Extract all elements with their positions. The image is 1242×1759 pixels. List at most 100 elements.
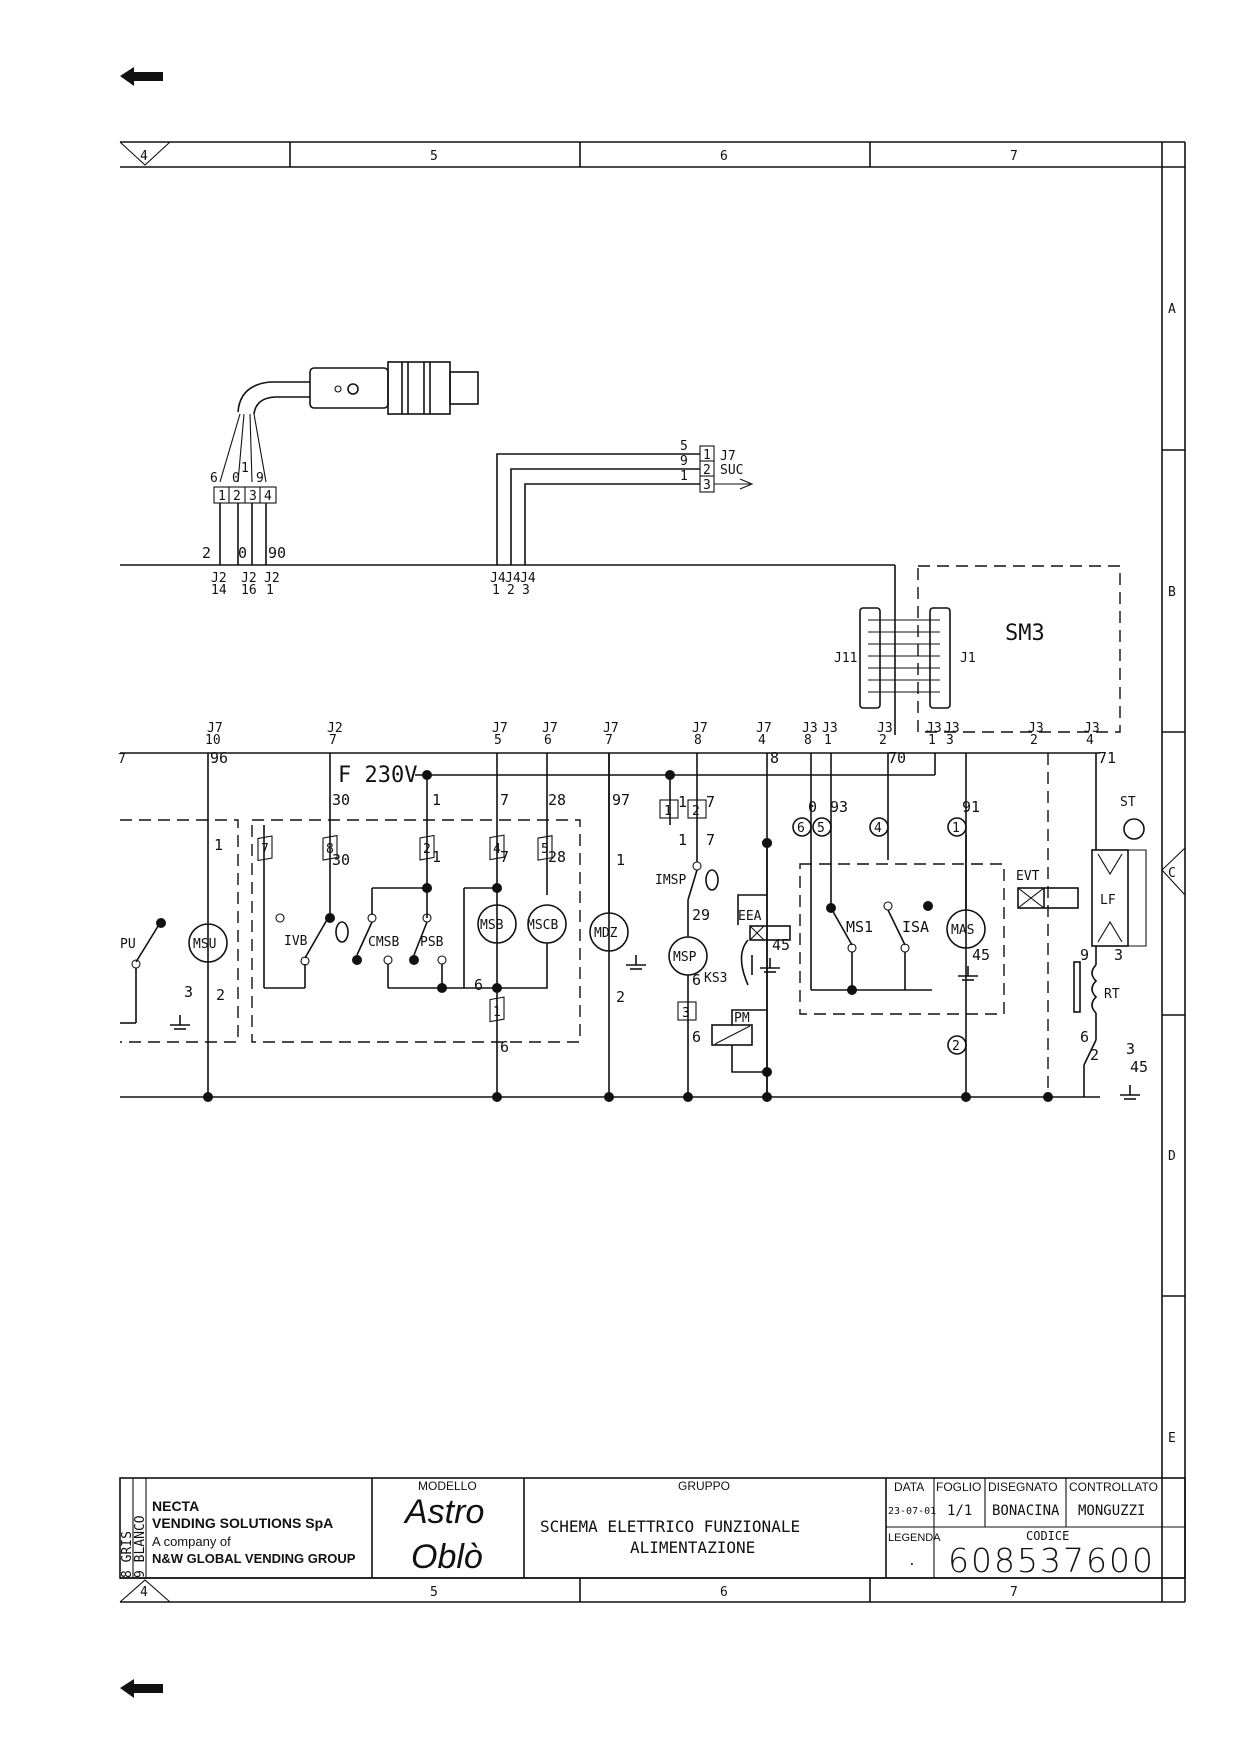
connector-pin: 1 xyxy=(492,583,500,598)
group-title-line2: ALIMENTAZIONE xyxy=(630,1538,755,1557)
component-label: ST xyxy=(1120,795,1136,810)
mas-motor: MAS xyxy=(946,835,986,949)
connector-ref: J3 xyxy=(877,721,893,736)
wire-number: 97 xyxy=(612,791,630,809)
wire-number: 6 xyxy=(474,976,483,994)
terminal-mark: 3 xyxy=(682,1006,690,1021)
connector-ref: J7 xyxy=(692,721,708,736)
connector-pin: 14 xyxy=(211,583,227,598)
column-label: 6 xyxy=(720,1585,728,1600)
wire-number: 28 xyxy=(548,791,566,809)
component-label: MS1 xyxy=(846,918,873,936)
wire-number: 9 xyxy=(1080,946,1089,964)
wire-number: 96 xyxy=(210,749,228,767)
sheet-value: 1/1 xyxy=(947,1503,972,1519)
dashed-groups xyxy=(120,753,1049,1097)
connector-label: J1 xyxy=(960,651,976,666)
title-block: 8 GRIS 9 BLANCO NECTA VENDING SOLUTIONS … xyxy=(119,1477,1186,1580)
code-label: CODICE xyxy=(1026,1529,1069,1543)
connector-ref: J4 xyxy=(520,571,536,586)
pu-switch: PU xyxy=(120,918,166,1024)
msp-motor: MSP xyxy=(668,936,708,1097)
wire-number: 8 xyxy=(770,749,779,767)
group-title-line1: SCHEMA ELETTRICO FUNZIONALE xyxy=(540,1517,800,1536)
wire-number: 1 xyxy=(678,793,687,811)
connector-pin: 1 xyxy=(266,583,274,598)
component-label: MDZ xyxy=(594,926,618,941)
connector-pin: 6 xyxy=(544,733,552,748)
back-arrow-icon[interactable] xyxy=(120,1679,163,1698)
connector-ref: J4 xyxy=(505,571,521,586)
connector-pin: 2 xyxy=(507,583,515,598)
ms1-isa-switches: MS1 ISA xyxy=(810,825,933,995)
lf-lamp-st-starter: LF ST RT xyxy=(1073,795,1147,1097)
wire-number: 2 xyxy=(1090,1046,1099,1064)
terminal-mark: 1 xyxy=(493,1005,501,1020)
row-label: B xyxy=(1168,585,1176,600)
component-label: MSU xyxy=(193,937,216,952)
terminal-pin: 1 xyxy=(218,489,226,504)
back-arrow-icon[interactable] xyxy=(120,67,163,86)
terminal-mark: 4 xyxy=(493,842,501,857)
drawing-code: 608537600 xyxy=(948,1541,1155,1580)
wire-numbers: 7 96 30 1 7 28 97 8 70 71 0 93 91 30 1 7… xyxy=(118,749,1148,1076)
wire-number: 71 xyxy=(1098,749,1116,767)
terminal-mark: 5 xyxy=(541,842,549,857)
component-label: LF xyxy=(1100,893,1116,908)
terminal-pin: 2 xyxy=(703,463,711,478)
component-label: EVT xyxy=(1016,869,1040,884)
wire-number: 45 xyxy=(772,936,790,954)
wire-number: 6 xyxy=(692,1028,701,1046)
wire-number: 2 xyxy=(216,986,225,1004)
wire-number: 30 xyxy=(332,791,350,809)
wire-number: 6 xyxy=(500,1038,509,1056)
wire-number: 6 xyxy=(692,971,701,989)
component-label: KS3 xyxy=(704,971,727,986)
connector-ref: J2 xyxy=(211,571,227,586)
wire-number: 0 xyxy=(238,544,247,562)
wire-number: 9 xyxy=(680,454,688,469)
ks3-pm-relay: KS3 PM xyxy=(704,939,767,1073)
connector-ref: J3 xyxy=(822,721,838,736)
msb-motor: MSB xyxy=(464,883,517,993)
wire-number: 7 xyxy=(706,793,715,811)
model-name-line1: Astro xyxy=(403,1493,484,1531)
mscb-motor: MSCB xyxy=(497,904,567,989)
connector-ref: J3 xyxy=(1084,721,1100,736)
connector-ref: J4 xyxy=(490,571,506,586)
connector-pin: 7 xyxy=(329,733,337,748)
connector-pin: 2 xyxy=(1030,733,1038,748)
checked-label: CONTROLLATO xyxy=(1069,1480,1158,1494)
component-label: CMSB xyxy=(368,935,399,950)
wire-number: 1 xyxy=(616,851,625,869)
connector-pin: 16 xyxy=(241,583,257,598)
connector-ref: J3 xyxy=(944,721,960,736)
legend-value: . xyxy=(908,1554,916,1569)
terminal-mark: 2 xyxy=(423,842,431,857)
connector-ref: J7 xyxy=(207,721,223,736)
wire-number: 5 xyxy=(680,439,688,454)
wire-number: 91 xyxy=(962,798,980,816)
terminal-mark: 6 xyxy=(797,821,805,836)
connector-pin: 8 xyxy=(694,733,702,748)
wire-number: 7 xyxy=(500,848,509,866)
column-label: 4 xyxy=(140,1585,148,1600)
connector-ref: J7 xyxy=(492,721,508,736)
row-label: D xyxy=(1168,1149,1176,1164)
top-bus-refs: J2 14 J2 16 J2 1 J4 1 J4 2 J4 3 xyxy=(211,571,536,598)
terminal-mark: 8 xyxy=(326,842,334,857)
terminal-pin: 2 xyxy=(233,489,241,504)
terminal-pin: 4 xyxy=(264,489,272,504)
component-label: IVB xyxy=(284,934,308,949)
component-label: RT xyxy=(1104,987,1120,1002)
connector-pin: 2 xyxy=(879,733,887,748)
wire-number: 93 xyxy=(830,798,848,816)
column-label: 5 xyxy=(430,1585,438,1600)
component-label: PSB xyxy=(420,935,444,950)
wire-number: 2 xyxy=(202,544,211,562)
connector-ref: J7 xyxy=(756,721,772,736)
wire-number: 7 xyxy=(500,791,509,809)
wire-number: 9 xyxy=(256,471,264,486)
column-label: 5 xyxy=(430,149,438,164)
